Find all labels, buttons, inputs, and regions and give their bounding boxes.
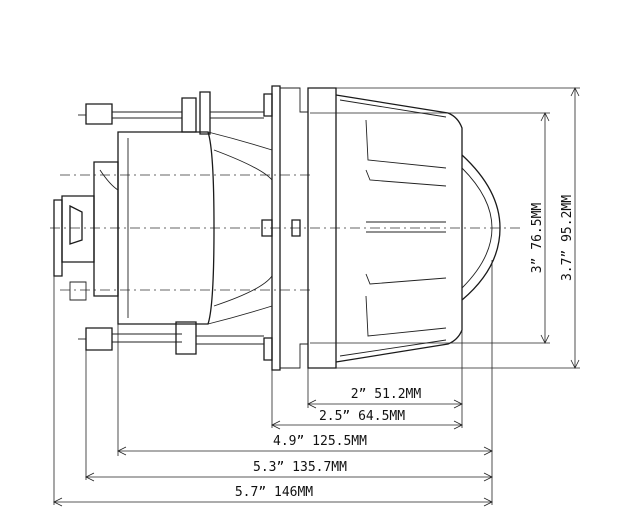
lens-housing (307, 87, 501, 369)
dim-5-7in-label: 5.7” 146MM (235, 485, 313, 500)
dim-3in-label: 3” 76.5MM (530, 203, 545, 274)
dim-4-9in-label: 4.9” 125.5MM (273, 434, 367, 449)
mounting-flange (261, 85, 308, 371)
rear-connector (53, 161, 119, 301)
dim-2in-label: 2” 51.2MM (351, 387, 422, 402)
rear-body (117, 131, 273, 325)
lower-adjuster (78, 321, 264, 355)
horizontal-dimension-lines (53, 260, 493, 507)
dim-2-5in-label: 2.5” 64.5MM (319, 409, 405, 424)
dim-5-3in-label: 5.3” 135.7MM (253, 460, 347, 475)
dim-3-7in-label: 3.7” 95.2MM (560, 195, 575, 281)
upper-adjuster (78, 91, 264, 135)
vertical-dimension-lines (310, 87, 580, 369)
